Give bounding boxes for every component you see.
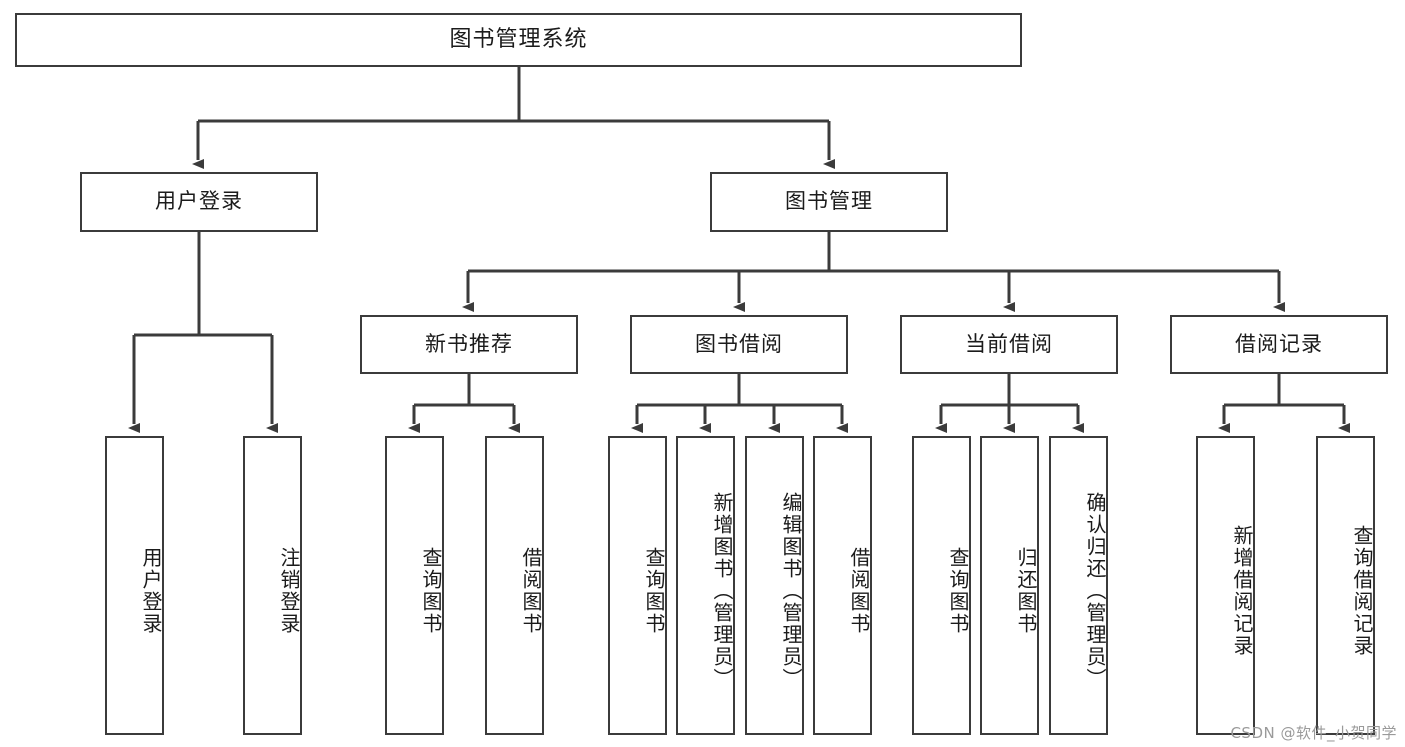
- leaf-label: 新增图书（管理员）: [710, 491, 734, 690]
- node-book-borrow[interactable]: 图书借阅: [630, 315, 848, 374]
- leaf-record-add-record[interactable]: 新增借阅记录: [1196, 436, 1255, 735]
- leaf-label: 借阅图书: [847, 546, 871, 635]
- node-root-system[interactable]: 图书管理系统: [15, 13, 1022, 67]
- node-book-management[interactable]: 图书管理: [710, 172, 948, 232]
- leaf-user-login-login[interactable]: 用户登录: [105, 436, 164, 735]
- leaf-label: 查询图书: [642, 546, 666, 635]
- leaf-label: 用户登录: [139, 546, 163, 635]
- leaf-label: 查询借阅记录: [1350, 524, 1374, 657]
- leaf-current-query-book[interactable]: 查询图书: [912, 436, 971, 735]
- leaf-label: 借阅图书: [519, 546, 543, 635]
- leaf-label: 确认归还（管理员）: [1083, 491, 1107, 690]
- node-borrow-record[interactable]: 借阅记录: [1170, 315, 1388, 374]
- leaf-label: 查询图书: [946, 546, 970, 635]
- leaf-recommend-query-book[interactable]: 查询图书: [385, 436, 444, 735]
- node-current-borrow[interactable]: 当前借阅: [900, 315, 1118, 374]
- leaf-label: 新增借阅记录: [1230, 524, 1254, 657]
- leaf-label: 查询图书: [419, 546, 443, 635]
- leaf-borrow-add-book-admin[interactable]: 新增图书（管理员）: [676, 436, 735, 735]
- leaf-borrow-borrow-book[interactable]: 借阅图书: [813, 436, 872, 735]
- leaf-borrow-edit-book-admin[interactable]: 编辑图书（管理员）: [745, 436, 804, 735]
- leaf-borrow-query-book[interactable]: 查询图书: [608, 436, 667, 735]
- leaf-current-return-book[interactable]: 归还图书: [980, 436, 1039, 735]
- node-user-login[interactable]: 用户登录: [80, 172, 318, 232]
- leaf-current-confirm-return-admin[interactable]: 确认归还（管理员）: [1049, 436, 1108, 735]
- leaf-user-login-logout[interactable]: 注销登录: [243, 436, 302, 735]
- leaf-label: 归还图书: [1014, 546, 1038, 635]
- leaf-recommend-borrow-book[interactable]: 借阅图书: [485, 436, 544, 735]
- csdn-watermark: CSDN @软件_小贺同学: [1230, 724, 1397, 742]
- leaf-label: 编辑图书（管理员）: [779, 491, 803, 690]
- leaf-record-query-record[interactable]: 查询借阅记录: [1316, 436, 1375, 735]
- node-new-book-recommend[interactable]: 新书推荐: [360, 315, 578, 374]
- leaf-label: 注销登录: [277, 546, 301, 635]
